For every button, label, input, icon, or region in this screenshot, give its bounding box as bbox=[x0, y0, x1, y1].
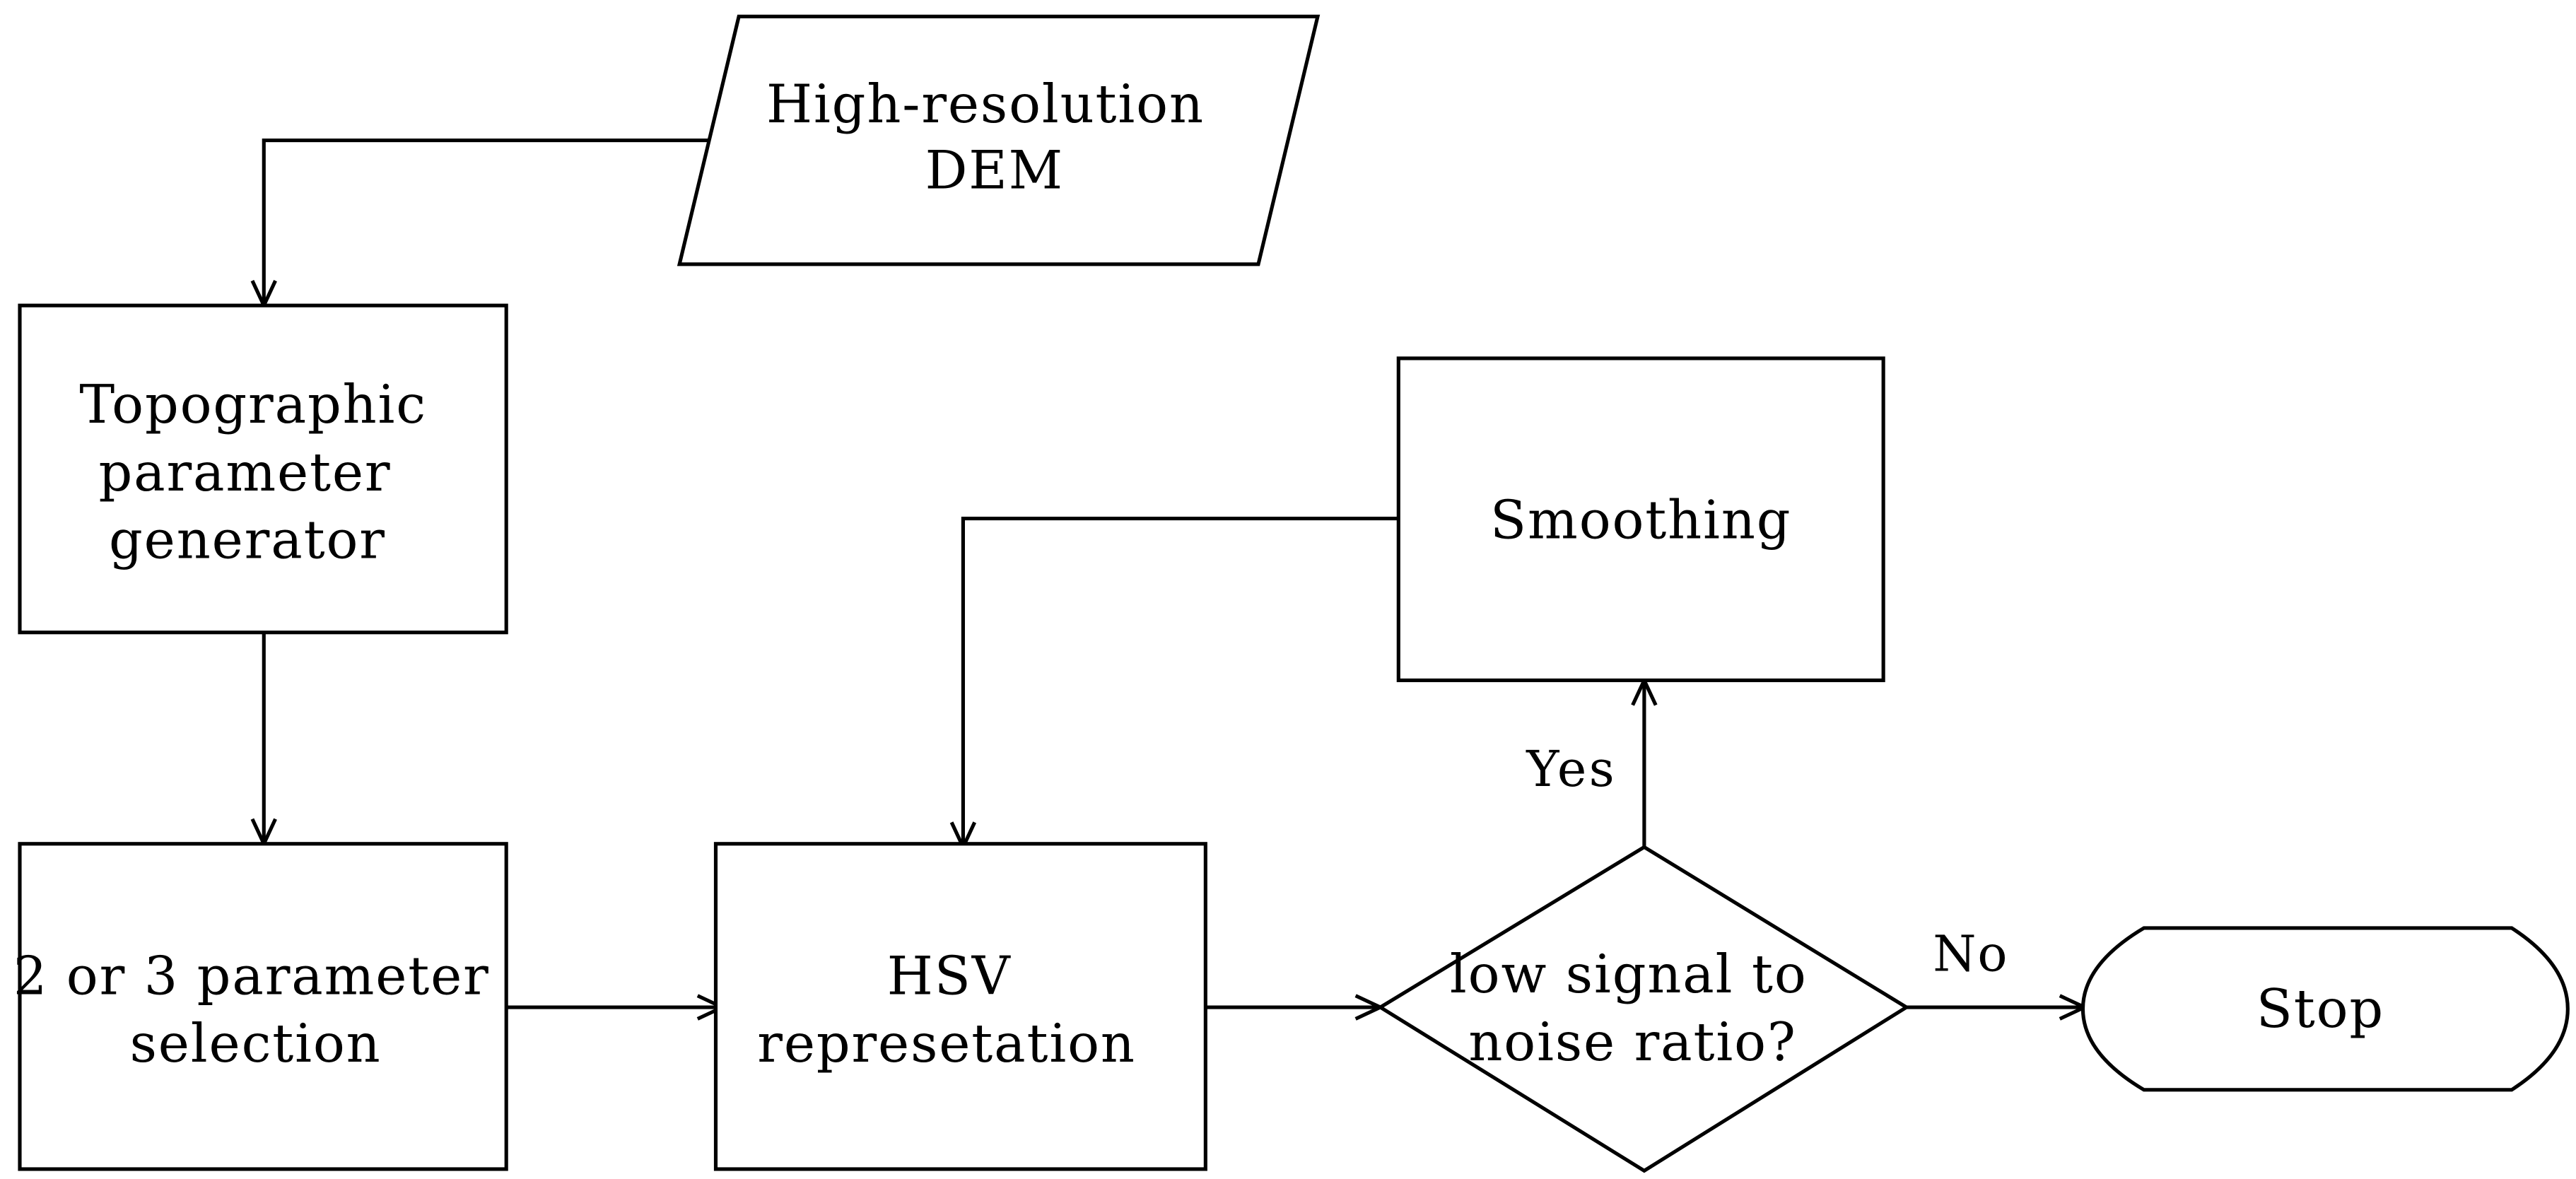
topographic-generator-box bbox=[18, 303, 508, 635]
edge-yes-label: Yes bbox=[1526, 740, 1617, 798]
parameter-selection-label-line-2: selection bbox=[130, 1013, 382, 1074]
smoothing-label: Smoothing bbox=[1490, 490, 1791, 551]
input-dem-label: High-resolution DEM bbox=[766, 74, 1223, 201]
parameter-selection-box bbox=[18, 842, 508, 1171]
stop-label: Stop bbox=[2256, 978, 2384, 1040]
parameter-selection-label: 2 or 3 parameter selection bbox=[13, 945, 508, 1074]
input-dem-label-line-1: High-resolution bbox=[766, 74, 1205, 135]
decision-label: low signal to noise ratio? bbox=[1450, 944, 1825, 1073]
input-dem-parallelogram bbox=[677, 14, 1321, 266]
topographic-generator-label-line-3: generator bbox=[109, 510, 386, 571]
smoothing-box bbox=[1396, 356, 1885, 683]
decision-label-line-1: low signal to bbox=[1450, 944, 1808, 1005]
input-dem-label-line-2: DEM bbox=[925, 139, 1064, 201]
hsv-representation-label: HSV represetation bbox=[757, 945, 1136, 1074]
decision-label-line-2: noise ratio? bbox=[1468, 1011, 1796, 1073]
edge-dem-to-topographic bbox=[250, 139, 711, 310]
edge-smoothing-to-hsv bbox=[949, 516, 1402, 852]
edge-no-label: No bbox=[1933, 925, 2008, 983]
hsv-representation-label-line-1: HSV bbox=[887, 945, 1012, 1007]
topographic-generator-label-line-1: Topographic bbox=[79, 374, 427, 435]
hsv-representation-box bbox=[713, 842, 1207, 1171]
decision-diamond bbox=[1376, 845, 1910, 1173]
parameter-selection-label-line-1: 2 or 3 parameter bbox=[13, 945, 490, 1007]
hsv-representation-label-line-2: represetation bbox=[757, 1013, 1136, 1074]
topographic-generator-label-line-2: parameter bbox=[98, 442, 391, 503]
topographic-generator-label: Topographic parameter generator bbox=[79, 374, 445, 571]
stop-terminator bbox=[2080, 926, 2570, 1092]
